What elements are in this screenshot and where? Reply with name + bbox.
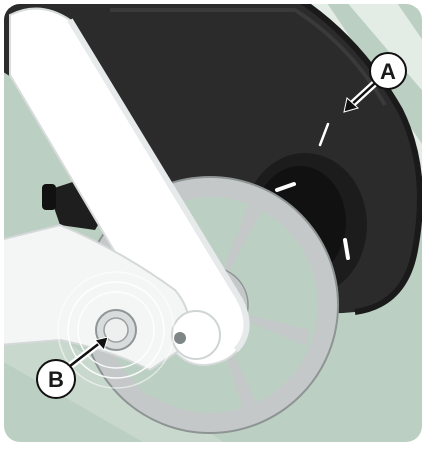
crank-bolt: [174, 332, 186, 344]
callout-b-label: B: [48, 367, 64, 392]
callout-a-label: A: [380, 59, 396, 84]
bolt-head: [42, 184, 56, 210]
